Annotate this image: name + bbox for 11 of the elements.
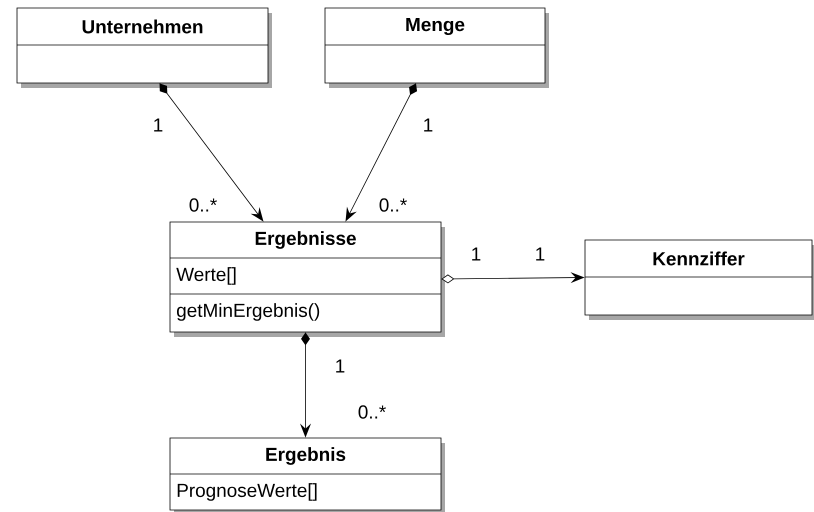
class-box: Kennziffer: [584, 240, 814, 320]
multiplicity-label: 1: [536, 248, 544, 260]
class-box: Ergebnis PrognoseWerte[]: [170, 438, 445, 512]
class-box: Menge: [324, 8, 549, 88]
multiplicity-label: 1: [154, 118, 162, 132]
multiplicity-label: 1: [424, 118, 432, 132]
multiplicity-label: 0..*: [358, 405, 386, 419]
multiplicity-label: 1: [336, 360, 344, 372]
class-box: Ergebnisse Werte[] getMinErgebnis(): [170, 222, 445, 337]
class-box: Unternehmen: [16, 8, 272, 88]
multiplicity-label: 1: [472, 248, 480, 260]
